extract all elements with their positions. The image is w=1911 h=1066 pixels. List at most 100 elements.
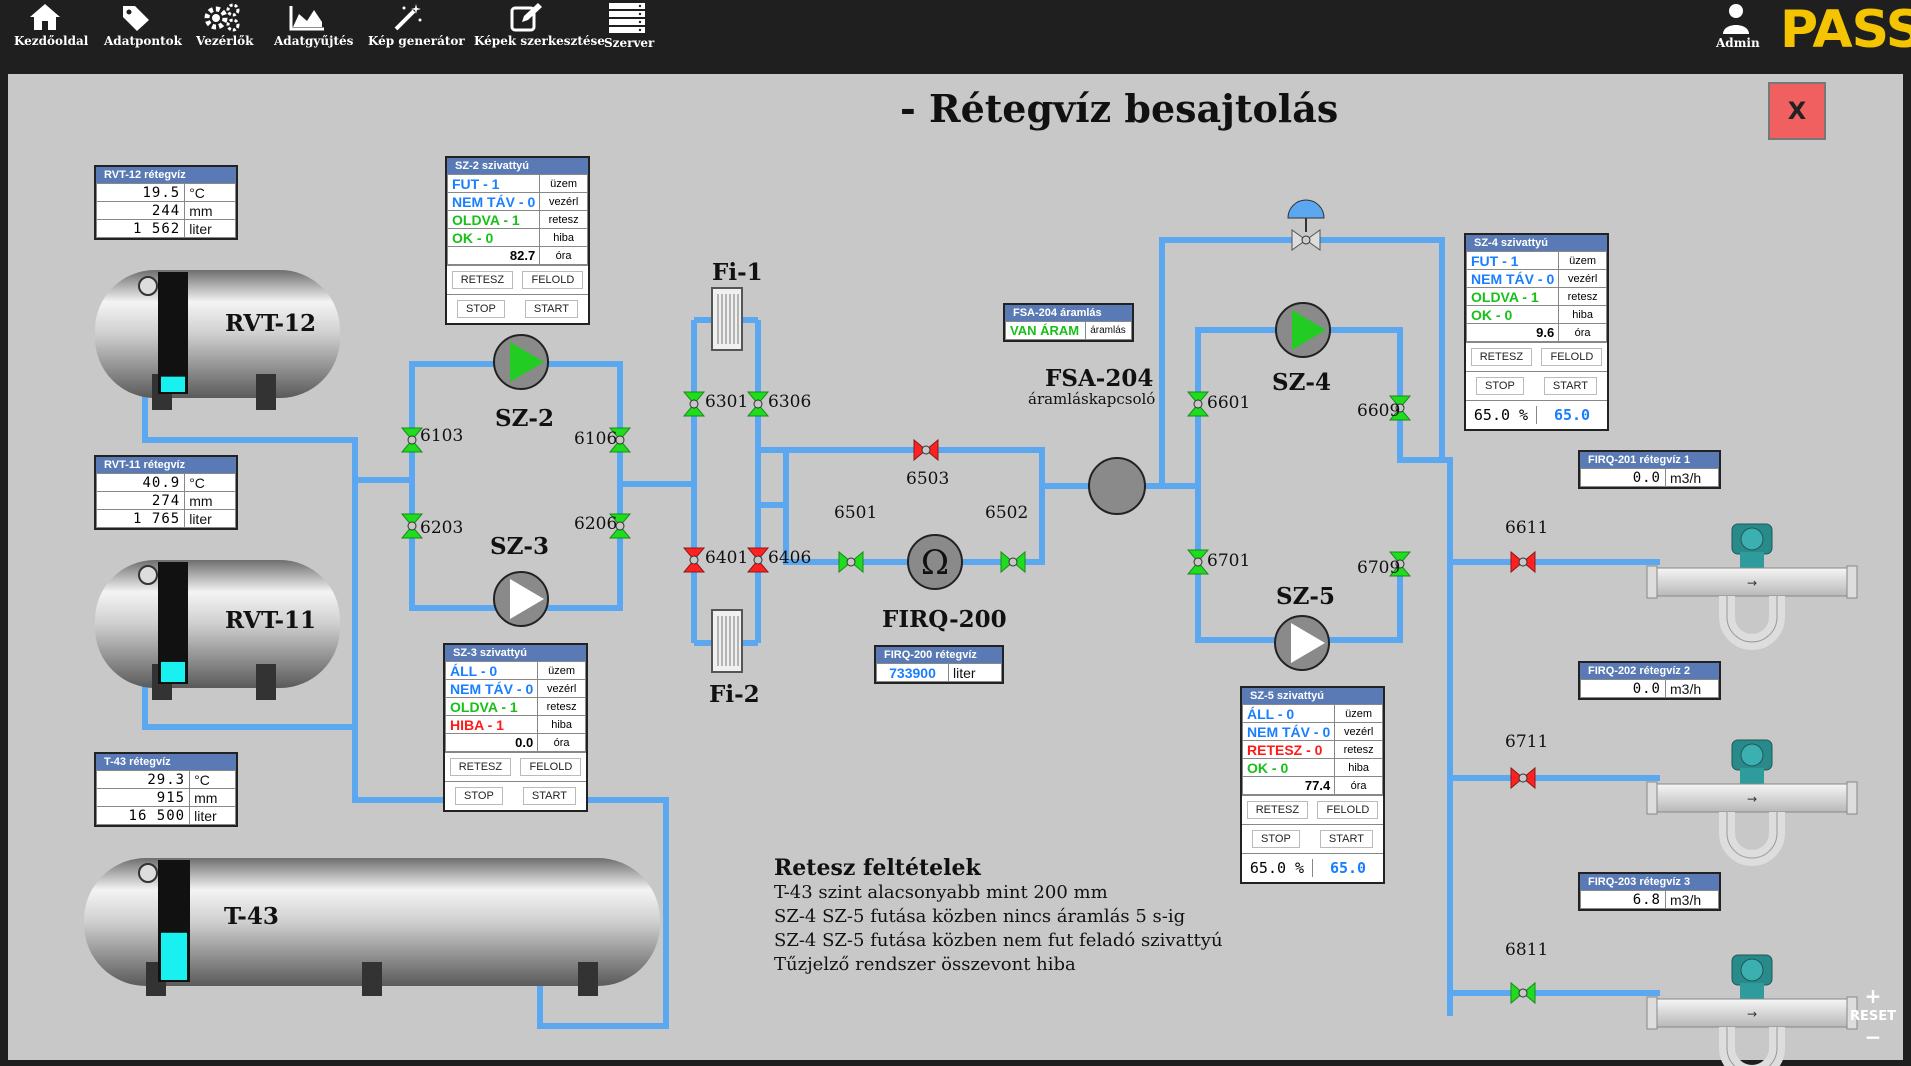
panel-header: SZ-3 szivattyú [445, 645, 586, 661]
felold-button[interactable]: FELOLD [520, 758, 582, 776]
svg-text:6811: 6811 [1505, 940, 1548, 960]
pump-sz4-label: SZ-4 [1272, 369, 1331, 396]
home-icon [30, 4, 60, 30]
valve-6106[interactable]: 6106 [574, 427, 631, 453]
valve-6601[interactable]: 6601 [1187, 391, 1250, 417]
fsa204-sub: áramláskapcsoló [1028, 390, 1155, 408]
nav-edit-images[interactable]: Képek szerkesztése [474, 2, 605, 58]
interlock-conditions: Retesz feltételek T-43 szint alacsonyabb… [774, 855, 1223, 977]
valve-6103[interactable]: 6103 [401, 426, 463, 453]
nav-datapoints[interactable]: Adatpontok [104, 2, 182, 58]
nav-image-generator[interactable]: Kép generátor [368, 2, 465, 58]
speed-setpoint-input[interactable]: 65.0 [1536, 406, 1607, 424]
panel-header: FSA-204 áramlás [1005, 305, 1132, 321]
tank-rvt12-label: RVT-12 [225, 310, 316, 337]
stop-button[interactable]: STOP [1476, 377, 1524, 395]
retesz-button[interactable]: RETESZ [1470, 348, 1533, 366]
filter-fi1[interactable]: Fi-1 [711, 259, 763, 351]
flowmeter-firq203[interactable] [1647, 955, 1857, 1066]
nav-controllers[interactable]: Vezérlők [196, 2, 254, 58]
pump-sz5[interactable]: SZ-5 [1274, 583, 1335, 671]
flowmeter-firq202[interactable] [1647, 740, 1857, 858]
close-button[interactable]: X [1768, 82, 1826, 140]
filter-fi2-label: Fi-2 [709, 681, 760, 708]
flowswitch-fsa204[interactable]: FSA-204 áramláskapcsoló [1028, 365, 1155, 515]
filter-fi1-label: Fi-1 [712, 259, 763, 286]
panel-header: T-43 rétegvíz [96, 754, 236, 770]
user-icon [1723, 4, 1749, 34]
tank-rvt11-label: RVT-11 [225, 607, 316, 634]
tank-rvt12[interactable]: RVT-12 [95, 270, 340, 410]
svg-text:6701: 6701 [1207, 551, 1250, 571]
valve-6306[interactable]: 6306 [747, 391, 811, 417]
interlock-title: Retesz feltételek [774, 855, 981, 881]
pump-sz4[interactable]: SZ-4 [1272, 302, 1331, 396]
retesz-button[interactable]: RETESZ [1246, 801, 1309, 819]
speed-setpoint-input[interactable]: 65.0 [1312, 859, 1383, 877]
valve-6203[interactable]: 6203 [401, 513, 463, 539]
start-button[interactable]: START [1319, 830, 1373, 848]
valve-6401[interactable]: 6401 [683, 547, 748, 573]
pass-logo: PASS [1780, 0, 1911, 60]
svg-text:6203: 6203 [420, 518, 463, 538]
flowmeter-firq200[interactable]: Ω FIRQ-200 [882, 534, 1007, 633]
nav-data-collection[interactable]: Adatgyűjtés [274, 2, 353, 58]
valve-6609[interactable]: 6609 [1357, 395, 1411, 421]
svg-text:6601: 6601 [1207, 393, 1250, 413]
valve-6503[interactable]: 6503 [906, 439, 949, 489]
valve-6502[interactable]: 6502 [985, 503, 1028, 573]
valve-6501[interactable]: 6501 [834, 503, 877, 573]
panel-header: SZ-4 szivattyú [1466, 235, 1607, 251]
nav-server[interactable]: Szerver [604, 2, 655, 58]
tank-t43[interactable]: T-43 [84, 858, 660, 996]
felold-button[interactable]: FELOLD [1317, 801, 1379, 819]
valve-6611[interactable]: 6611 [1505, 518, 1548, 573]
pump-sz2[interactable]: SZ-2 [493, 334, 554, 432]
nav-label: Képek szerkesztése [474, 34, 605, 48]
retesz-button[interactable]: RETESZ [451, 271, 514, 289]
firq200-label: FIRQ-200 [882, 606, 1007, 633]
stop-button[interactable]: STOP [457, 300, 505, 318]
valve-6811[interactable]: 6811 [1505, 940, 1548, 1004]
valves: 6103 6203 6106 6206 6301 6306 6401 6406 … [401, 391, 1548, 1004]
nav-home[interactable]: Kezdőoldal [14, 2, 88, 58]
zoom-in-button[interactable]: + [1864, 984, 1882, 1008]
felold-button[interactable]: FELOLD [522, 271, 584, 289]
edit-icon [510, 3, 542, 32]
tank-rvt11[interactable]: RVT-11 [95, 560, 340, 700]
pump-sz3[interactable]: SZ-3 [490, 533, 549, 627]
valve-6301[interactable]: 6301 [683, 391, 748, 417]
svg-text:6301: 6301 [705, 392, 748, 412]
stop-button[interactable]: STOP [455, 787, 503, 805]
start-button[interactable]: START [1543, 377, 1597, 395]
interlock-line: T-43 szint alacsonyabb mint 200 mm [774, 882, 1108, 903]
valve-6206[interactable]: 6206 [574, 513, 631, 539]
filter-fi2[interactable]: Fi-2 [709, 609, 760, 708]
stop-button[interactable]: STOP [1252, 830, 1300, 848]
nav-label: Szerver [604, 36, 655, 50]
control-valve-top[interactable] [1287, 199, 1325, 251]
user-menu[interactable]: Admin [1716, 2, 1760, 58]
retesz-button[interactable]: RETESZ [449, 758, 512, 776]
valve-6709[interactable]: 6709 [1357, 551, 1411, 578]
start-button[interactable]: START [522, 787, 576, 805]
valve-6701[interactable]: 6701 [1187, 549, 1250, 575]
panel-header: FIRQ-201 rétegvíz 1 [1580, 452, 1719, 468]
zoom-out-button[interactable]: − [1864, 1025, 1882, 1049]
valve-6711[interactable]: 6711 [1505, 732, 1548, 789]
user-label: Admin [1716, 36, 1760, 50]
interlock-line: SZ-4 SZ-5 futása közben nem fut feladó s… [774, 930, 1223, 951]
felold-button[interactable]: FELOLD [1541, 348, 1603, 366]
valve-6406[interactable]: 6406 [747, 547, 811, 573]
zoom-reset-button[interactable]: RESET [1849, 1009, 1896, 1024]
flowmeter-firq201[interactable] [1647, 524, 1857, 642]
start-button[interactable]: START [524, 300, 578, 318]
